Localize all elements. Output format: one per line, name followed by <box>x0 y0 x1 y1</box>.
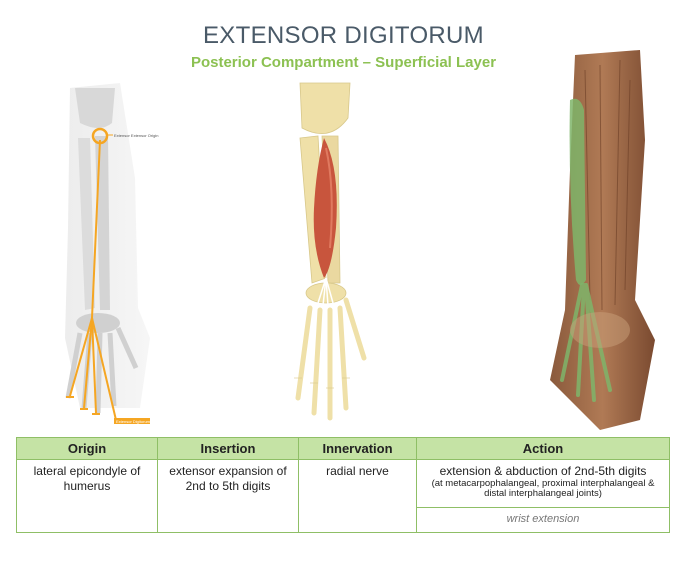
header-action: Action <box>416 437 670 460</box>
skeleton-diagram: Extensor Extensor Origin Extensor Digito… <box>65 83 158 424</box>
header-innervation: Innervation <box>298 437 417 460</box>
action-main-text: extension & abduction of 2nd-5th digits <box>439 464 647 478</box>
insertion-marker-label: Extensor Digitorum <box>116 419 151 424</box>
cadaver-photo <box>550 50 655 430</box>
cell-insertion: extensor expansion of 2nd to 5th digits <box>157 459 299 533</box>
page-subtitle: Posterior Compartment – Superficial Laye… <box>190 54 497 71</box>
cell-action: extension & abduction of 2nd-5th digits … <box>416 459 670 508</box>
cell-innervation: radial nerve <box>298 459 417 533</box>
header-insertion: Insertion <box>157 437 299 460</box>
header-origin: Origin <box>16 437 158 460</box>
origin-marker-label: Extensor Extensor Origin <box>114 133 158 138</box>
page-title: EXTENSOR DIGITORUM <box>203 22 484 49</box>
cell-action-secondary: wrist extension <box>416 507 670 533</box>
muscle-info-table: Origin Insertion Innervation Action late… <box>16 437 670 533</box>
action-detail-text: (at metacarpophalangeal, proximal interp… <box>431 478 655 499</box>
muscle-diagram <box>294 82 367 421</box>
cell-origin: lateral epicondyle of humerus <box>16 459 158 533</box>
